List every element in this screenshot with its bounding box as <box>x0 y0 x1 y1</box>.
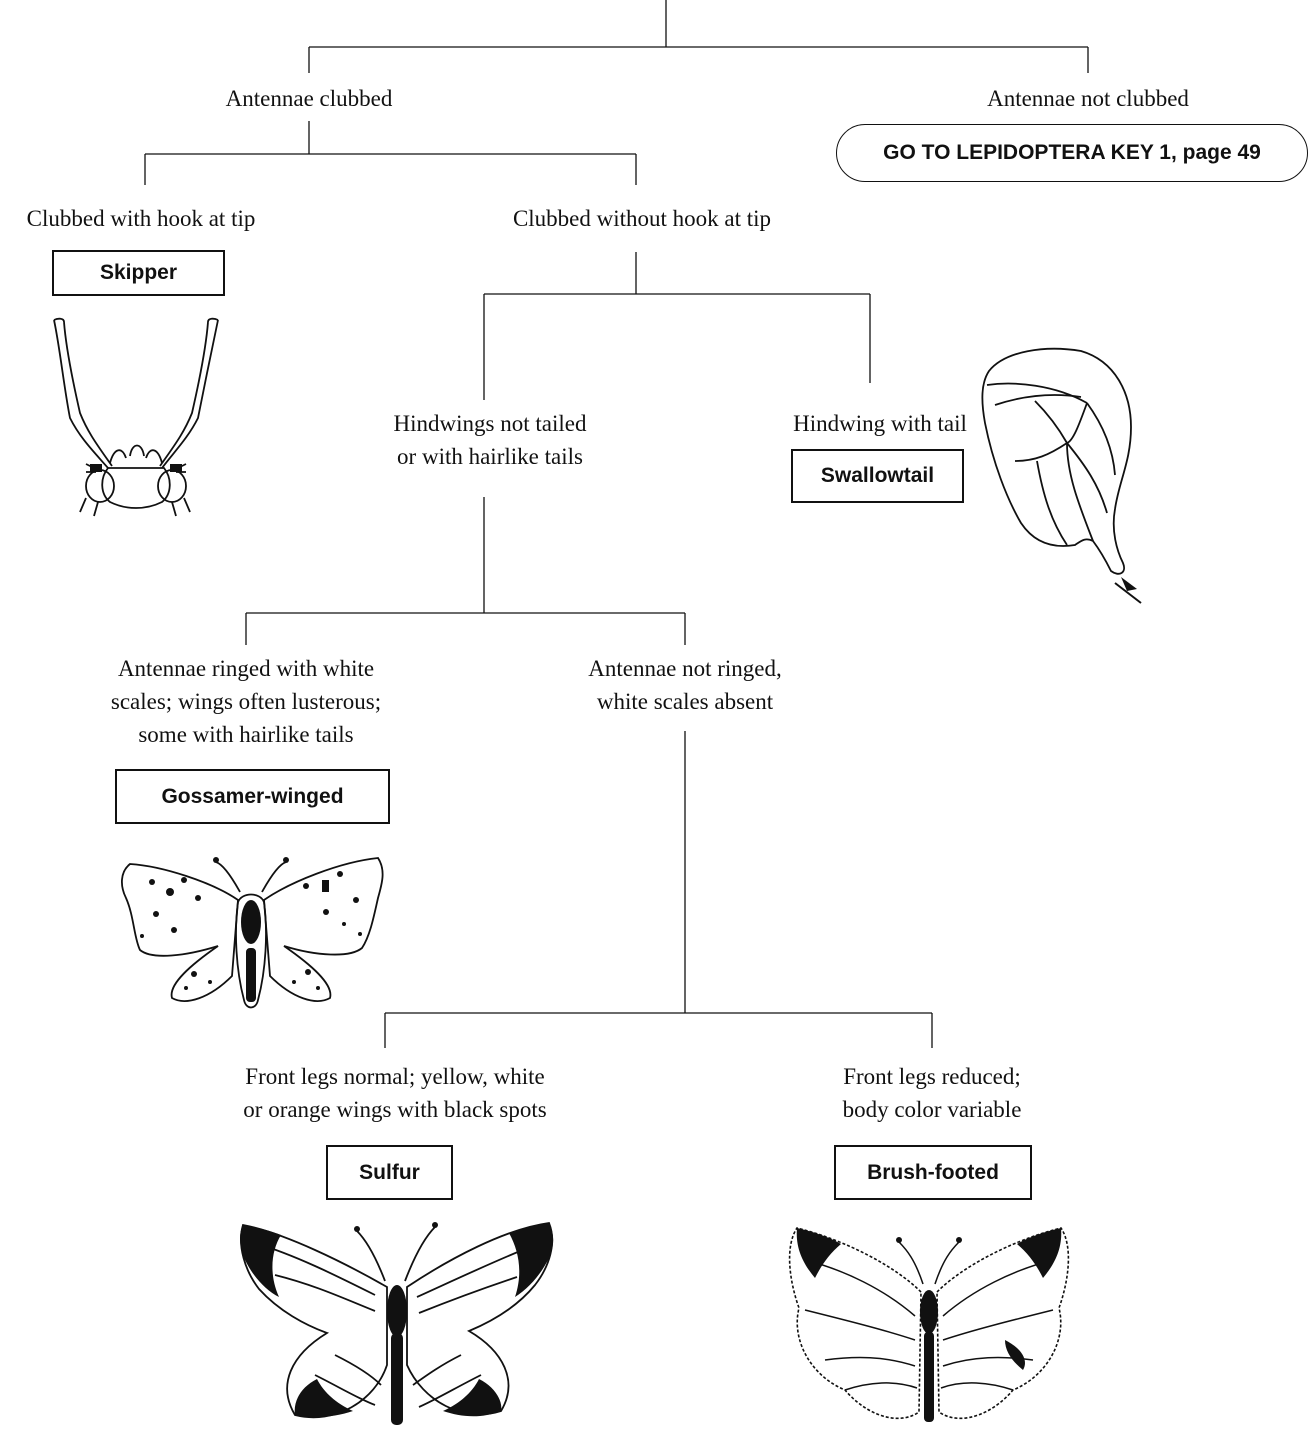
result-sulfur-box: Sulfur <box>326 1145 453 1200</box>
node-legs-reduced-line2: body color variable <box>842 1097 1022 1122</box>
node-legs-normal-line2: or orange wings with black spots <box>243 1097 547 1122</box>
node-ringed-line1: Antennae ringed with white <box>117 656 375 681</box>
node-not-tailed-line1: Hindwings not tailed <box>393 411 587 436</box>
sulfur-butterfly-icon <box>240 1222 554 1425</box>
node-not-tailed-line2: or with hairlike tails <box>397 444 583 469</box>
node-legs-normal-line1: Front legs normal; yellow, white <box>245 1064 545 1089</box>
swallowtail-hindwing-icon <box>981 347 1142 604</box>
skipper-antennae-icon <box>53 317 219 517</box>
result-swallowtail-box: Swallowtail <box>791 449 964 503</box>
result-brush-footed-box: Brush-footed <box>834 1145 1032 1200</box>
node-with-tail: Hindwing with tail <box>793 411 967 436</box>
goto-key-button[interactable]: GO TO LEPIDOPTERA KEY 1, page 49 <box>836 124 1308 182</box>
node-legs-reduced-line1: Front legs reduced; <box>843 1064 1021 1089</box>
node-antennae-not-clubbed: Antennae not clubbed <box>987 86 1189 111</box>
node-not-ringed-line1: Antennae not ringed, <box>588 656 782 681</box>
node-hook-at-tip: Clubbed with hook at tip <box>26 206 256 231</box>
node-without-hook: Clubbed without hook at tip <box>512 206 772 231</box>
node-antennae-clubbed: Antennae clubbed <box>225 86 393 111</box>
node-not-ringed-line2: white scales absent <box>596 689 774 714</box>
result-skipper-box: Skipper <box>52 250 225 296</box>
node-ringed-line3: some with hairlike tails <box>138 722 354 747</box>
brush-footed-butterfly-icon <box>788 1227 1070 1422</box>
gossamer-butterfly-icon <box>121 857 384 1009</box>
result-gossamer-box: Gossamer-winged <box>115 769 390 824</box>
node-ringed-line2: scales; wings often lusterous; <box>110 689 382 714</box>
